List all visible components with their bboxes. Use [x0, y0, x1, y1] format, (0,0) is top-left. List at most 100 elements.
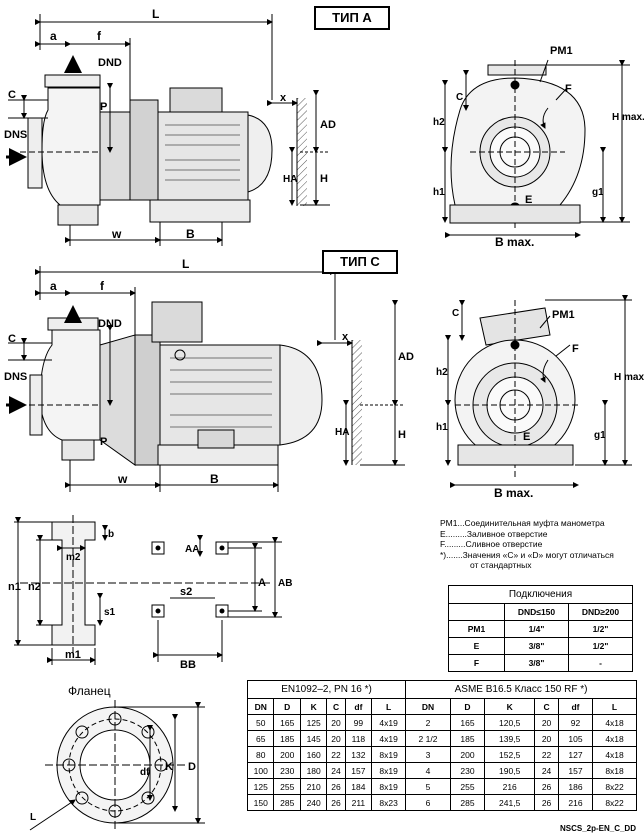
dim-m1: m1	[65, 649, 81, 661]
flange-cell: 8x19	[371, 778, 407, 795]
legend: PM1...Соединительная муфта манометра E..…	[440, 518, 614, 571]
dim-h1-a: h1	[433, 187, 445, 198]
flange-cell: 4x19	[371, 714, 407, 731]
flange-cell: 26	[326, 778, 346, 795]
flange-cell: 185	[273, 730, 301, 747]
dim-a-c: a	[50, 279, 57, 293]
flange-cell: 185	[449, 730, 486, 747]
dim-ha-a: HA	[283, 174, 297, 185]
flange-cell: 2 1/2	[405, 730, 451, 747]
dim-ad-a: AD	[320, 119, 336, 131]
flange-group-asme: ASME B16.5 Класс 150 RF *)	[405, 680, 637, 699]
flange-cell: 8x19	[371, 746, 407, 763]
dim-c-front-c: C	[452, 308, 459, 319]
dim-s2: s2	[180, 586, 192, 598]
dim-h2-a: h2	[433, 117, 445, 128]
flange-cell: 80	[246, 746, 275, 763]
legend-line-3: F.........Сливное отверстие	[440, 539, 543, 549]
dim-b-a: B	[186, 227, 195, 241]
conn-row-name: E	[448, 637, 505, 655]
flange-cell: 4x18	[592, 714, 637, 731]
dim-k: K	[165, 761, 173, 773]
flange-cell: 152,5	[484, 746, 536, 763]
flange-cell: 4	[405, 762, 451, 779]
dim-c-c: C	[8, 333, 16, 345]
flange-header-cell: D	[273, 698, 301, 715]
dim-f-c: f	[100, 279, 105, 293]
dim-c-a: C	[8, 89, 16, 101]
type-c-front-view	[445, 295, 632, 488]
dim-ha-c: HA	[335, 427, 349, 438]
flange-cell: 240	[299, 794, 328, 811]
connections-col1: DND≤150	[504, 603, 569, 621]
flange-cell: 20	[326, 730, 346, 747]
flange-cell: 255	[449, 778, 486, 795]
flange-cell: 255	[273, 778, 301, 795]
flange-cell: 50	[246, 714, 275, 731]
dim-x-c: x	[342, 331, 349, 343]
flange-cell: 20	[326, 714, 346, 731]
flange-cell: 65	[246, 730, 275, 747]
conn-row-name: F	[448, 654, 505, 672]
flange-cell: 165	[449, 714, 486, 731]
flange-table: EN1092–2, PN 16 *) ASME B16.5 Класс 150 …	[246, 680, 637, 811]
legend-line-4: *).......Значения «C» и «D» могут отлича…	[440, 549, 614, 560]
flange-cell: 8x22	[592, 778, 637, 795]
dim-p-c: P	[100, 436, 107, 448]
legend-line-5: от стандартных	[470, 560, 532, 570]
dim-dns-c: DNS	[4, 371, 27, 383]
flange-cell: 2	[405, 714, 451, 731]
flange-cell: 24	[534, 762, 559, 779]
flange-header-cell: DN	[405, 698, 451, 715]
flange-header-cell: K	[299, 698, 328, 715]
flange-cell: 200	[449, 746, 486, 763]
flange-cell: 241,5	[484, 794, 536, 811]
dim-bmax-c: B max.	[494, 486, 533, 500]
conn-cell: 1/4"	[504, 620, 569, 638]
dimension-labels: L a f DND C DNS P x AD HA H w B PM1 F E …	[4, 7, 644, 823]
dim-bmax-a: B max.	[495, 235, 534, 249]
foot-plan-view	[14, 515, 282, 665]
type-a-front-view	[442, 59, 630, 238]
flange-cell: 139,5	[484, 730, 536, 747]
dim-l-a: L	[152, 7, 159, 21]
dim-w-c: w	[117, 472, 128, 486]
dim-h-c: H	[398, 429, 406, 441]
type-a-side-view	[6, 14, 330, 246]
flange-cell: 100	[246, 762, 275, 779]
flange-cell: 24	[326, 762, 346, 779]
dim-f-a: f	[97, 29, 102, 43]
dim-b-c: B	[210, 472, 219, 486]
flange-cell: 216	[484, 778, 536, 795]
flange-cell: 285	[449, 794, 486, 811]
flange-header-cell: DN	[246, 698, 275, 715]
flange-cell: 6	[405, 794, 451, 811]
dim-pm1-a: PM1	[550, 45, 573, 57]
dim-a-cap: A	[258, 577, 266, 589]
dim-f-port-a: F	[565, 83, 572, 95]
flange-cell: 160	[299, 746, 328, 763]
dim-h1-c: h1	[436, 422, 448, 433]
dim-s1: s1	[104, 607, 116, 618]
dim-n2: n2	[28, 581, 41, 593]
flange-cell: 22	[534, 746, 559, 763]
conn-row-name: PM1	[448, 620, 505, 638]
dim-l-small: L	[30, 812, 36, 823]
dim-c-front-a: C	[456, 92, 463, 103]
flange-cell: 3	[405, 746, 451, 763]
flange-cell: 8x18	[592, 762, 637, 779]
dim-m2: m2	[66, 552, 81, 563]
type-c-title: ТИП C	[322, 250, 398, 274]
flange-cell: 190,5	[484, 762, 536, 779]
dim-hmax-a: H max.	[612, 112, 644, 123]
flange-cell: 8x19	[371, 762, 407, 779]
type-a-title: ТИП A	[314, 6, 390, 30]
legend-line-1: PM1...Соединительная муфта манометра	[440, 518, 605, 528]
flange-cell: 157	[557, 762, 594, 779]
flange-cell: 200	[273, 746, 301, 763]
